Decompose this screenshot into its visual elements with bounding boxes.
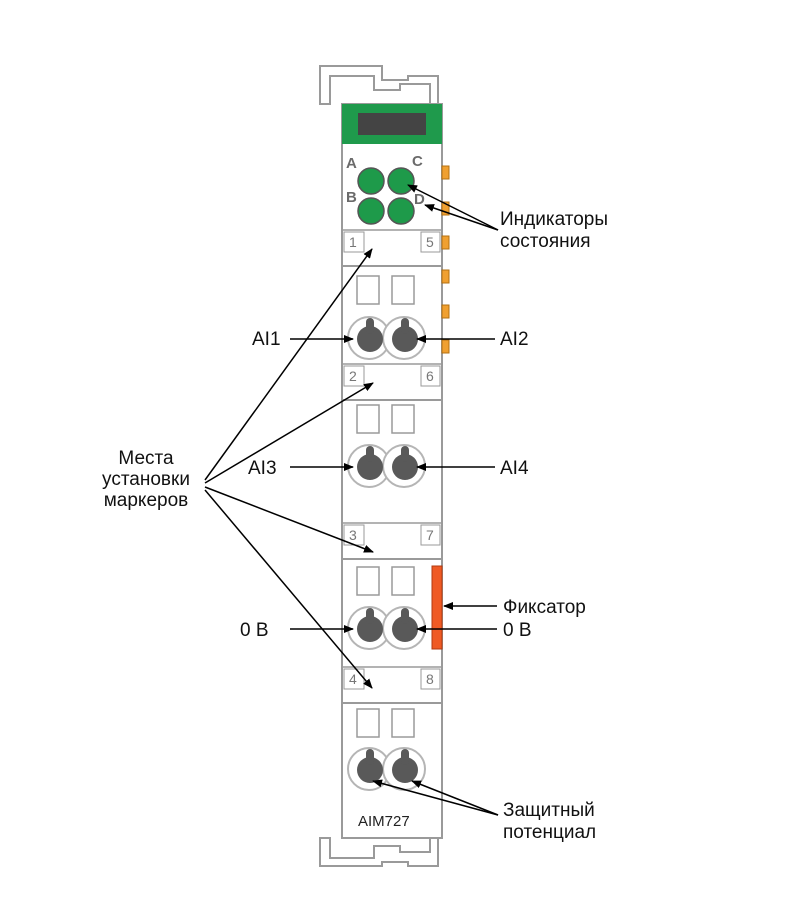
led-label-b: B: [346, 189, 357, 206]
screw-pe-left: [357, 757, 383, 783]
label-marker-places-line3: маркеров: [104, 490, 189, 511]
slot-number-6: 6: [426, 368, 434, 384]
led-c: [387, 167, 415, 195]
screw-ai2: [392, 326, 418, 352]
screw-ai1: [357, 326, 383, 352]
marker-slot-1: 1 5: [342, 229, 442, 267]
screw-pe-right: [392, 757, 418, 783]
leader-arrows: [204, 184, 499, 816]
rail-clip-bottom: [319, 837, 439, 867]
label-latch: Фиксатор: [503, 597, 586, 618]
slot-number-2: 2: [349, 368, 357, 384]
module-label-window: [358, 113, 426, 135]
release-slot: [391, 708, 415, 738]
screw-ai3: [357, 454, 383, 480]
release-slot: [391, 275, 415, 305]
screw-ai4: [392, 454, 418, 480]
label-marker-places-line2: установки: [102, 469, 190, 490]
label-ai3: AI3: [248, 458, 277, 479]
latch: [431, 565, 443, 650]
label-status-leds-line2: состояния: [500, 231, 591, 252]
slot-number-3: 3: [349, 527, 357, 543]
slot-number-7: 7: [426, 527, 434, 543]
release-slot: [356, 566, 380, 596]
label-0v-right: 0 В: [503, 620, 532, 641]
rail-clip-top: [319, 65, 439, 105]
label-ai4: AI4: [500, 458, 529, 479]
release-slot: [391, 404, 415, 434]
marker-slot-3: 3 7: [342, 522, 442, 560]
release-slot: [391, 566, 415, 596]
side-contacts: [441, 165, 450, 354]
led-b: [357, 197, 385, 225]
slot-number-4: 4: [349, 671, 357, 687]
label-ai2: AI2: [500, 329, 529, 350]
label-status-leds-line1: Индикаторы: [500, 209, 608, 230]
release-slot: [356, 275, 380, 305]
led-label-a: A: [346, 155, 357, 172]
terminal-block-3: [347, 566, 426, 650]
label-0v-left: 0 В: [240, 620, 269, 641]
release-slot: [356, 404, 380, 434]
slot-number-1: 1: [349, 234, 357, 250]
terminal-block-1: [347, 275, 426, 360]
label-protective-line1: Защитный: [503, 800, 595, 821]
label-marker-places-line1: Места: [118, 448, 174, 469]
led-a: [357, 167, 385, 195]
terminal-block-4: [347, 708, 426, 791]
led-label-d: D: [414, 191, 425, 208]
marker-slot-2: 2 6: [342, 363, 442, 401]
led-d: [387, 197, 415, 225]
screw-0v-right: [392, 616, 418, 642]
slot-number-5: 5: [426, 234, 434, 250]
label-protective-line2: потенциал: [503, 822, 596, 843]
screw-0v-left: [357, 616, 383, 642]
status-led-panel: A C B D: [346, 153, 425, 225]
slot-number-8: 8: [426, 671, 434, 687]
model-name: AIM727: [358, 813, 410, 830]
release-slot: [356, 708, 380, 738]
label-ai1: AI1: [252, 329, 281, 350]
led-label-c: C: [412, 153, 423, 170]
